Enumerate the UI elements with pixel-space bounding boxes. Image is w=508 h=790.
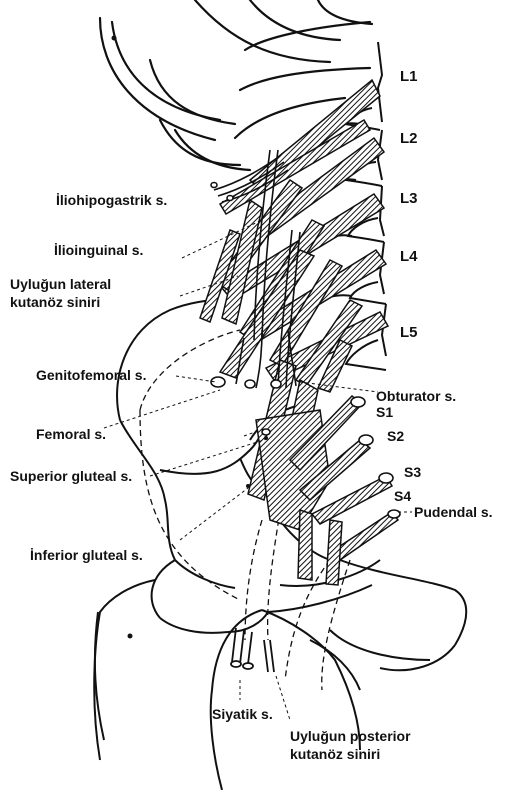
vertebra-label-s3: S3 — [404, 464, 422, 480]
vertebra-label-l1: L1 — [400, 68, 418, 85]
vertebra-label-s2: S2 — [387, 428, 405, 444]
leader-lines — [103, 219, 412, 721]
label-sciatic: Siyatik s. — [212, 706, 273, 722]
label-posterior-femoral-cutaneous-line2: kutanöz siniri — [290, 746, 381, 762]
dashed-outlines — [139, 329, 351, 691]
label-superior-gluteal: Superior gluteal s. — [10, 468, 133, 484]
vertebra-label-l4: L4 — [400, 248, 418, 265]
label-obturator: Obturator s. — [376, 388, 457, 404]
vertebra-label-l5: L5 — [400, 324, 418, 341]
vertebra-label-l3: L3 — [400, 190, 418, 207]
vertebra-label-l2: L2 — [400, 130, 418, 147]
label-pudendal: Pudendal s. — [414, 504, 493, 520]
label-genitofemoral: Genitofemoral s. — [36, 367, 147, 383]
label-lateral-femoral-cutaneous-line1: Uyluğun lateral — [10, 276, 112, 292]
nerve-strands — [213, 149, 301, 389]
label-posterior-femoral-cutaneous-line1: Uyluğun posterior — [290, 728, 411, 744]
vertebra-label-s1: S1 — [376, 404, 394, 420]
label-femoral: Femoral s. — [36, 426, 107, 442]
vertebra-label-s4: S4 — [394, 488, 412, 504]
sciatic-nerve — [230, 627, 275, 673]
label-lateral-femoral-cutaneous-line2: kutanöz siniri — [10, 294, 101, 310]
label-iliohipogastrik: İliohipogastrik s. — [56, 192, 168, 208]
label-ilioinguinal: İlioinguinal s. — [54, 242, 144, 258]
label-inferior-gluteal: İnferior gluteal s. — [30, 547, 143, 563]
nerve-cut-ends — [210, 181, 401, 519]
